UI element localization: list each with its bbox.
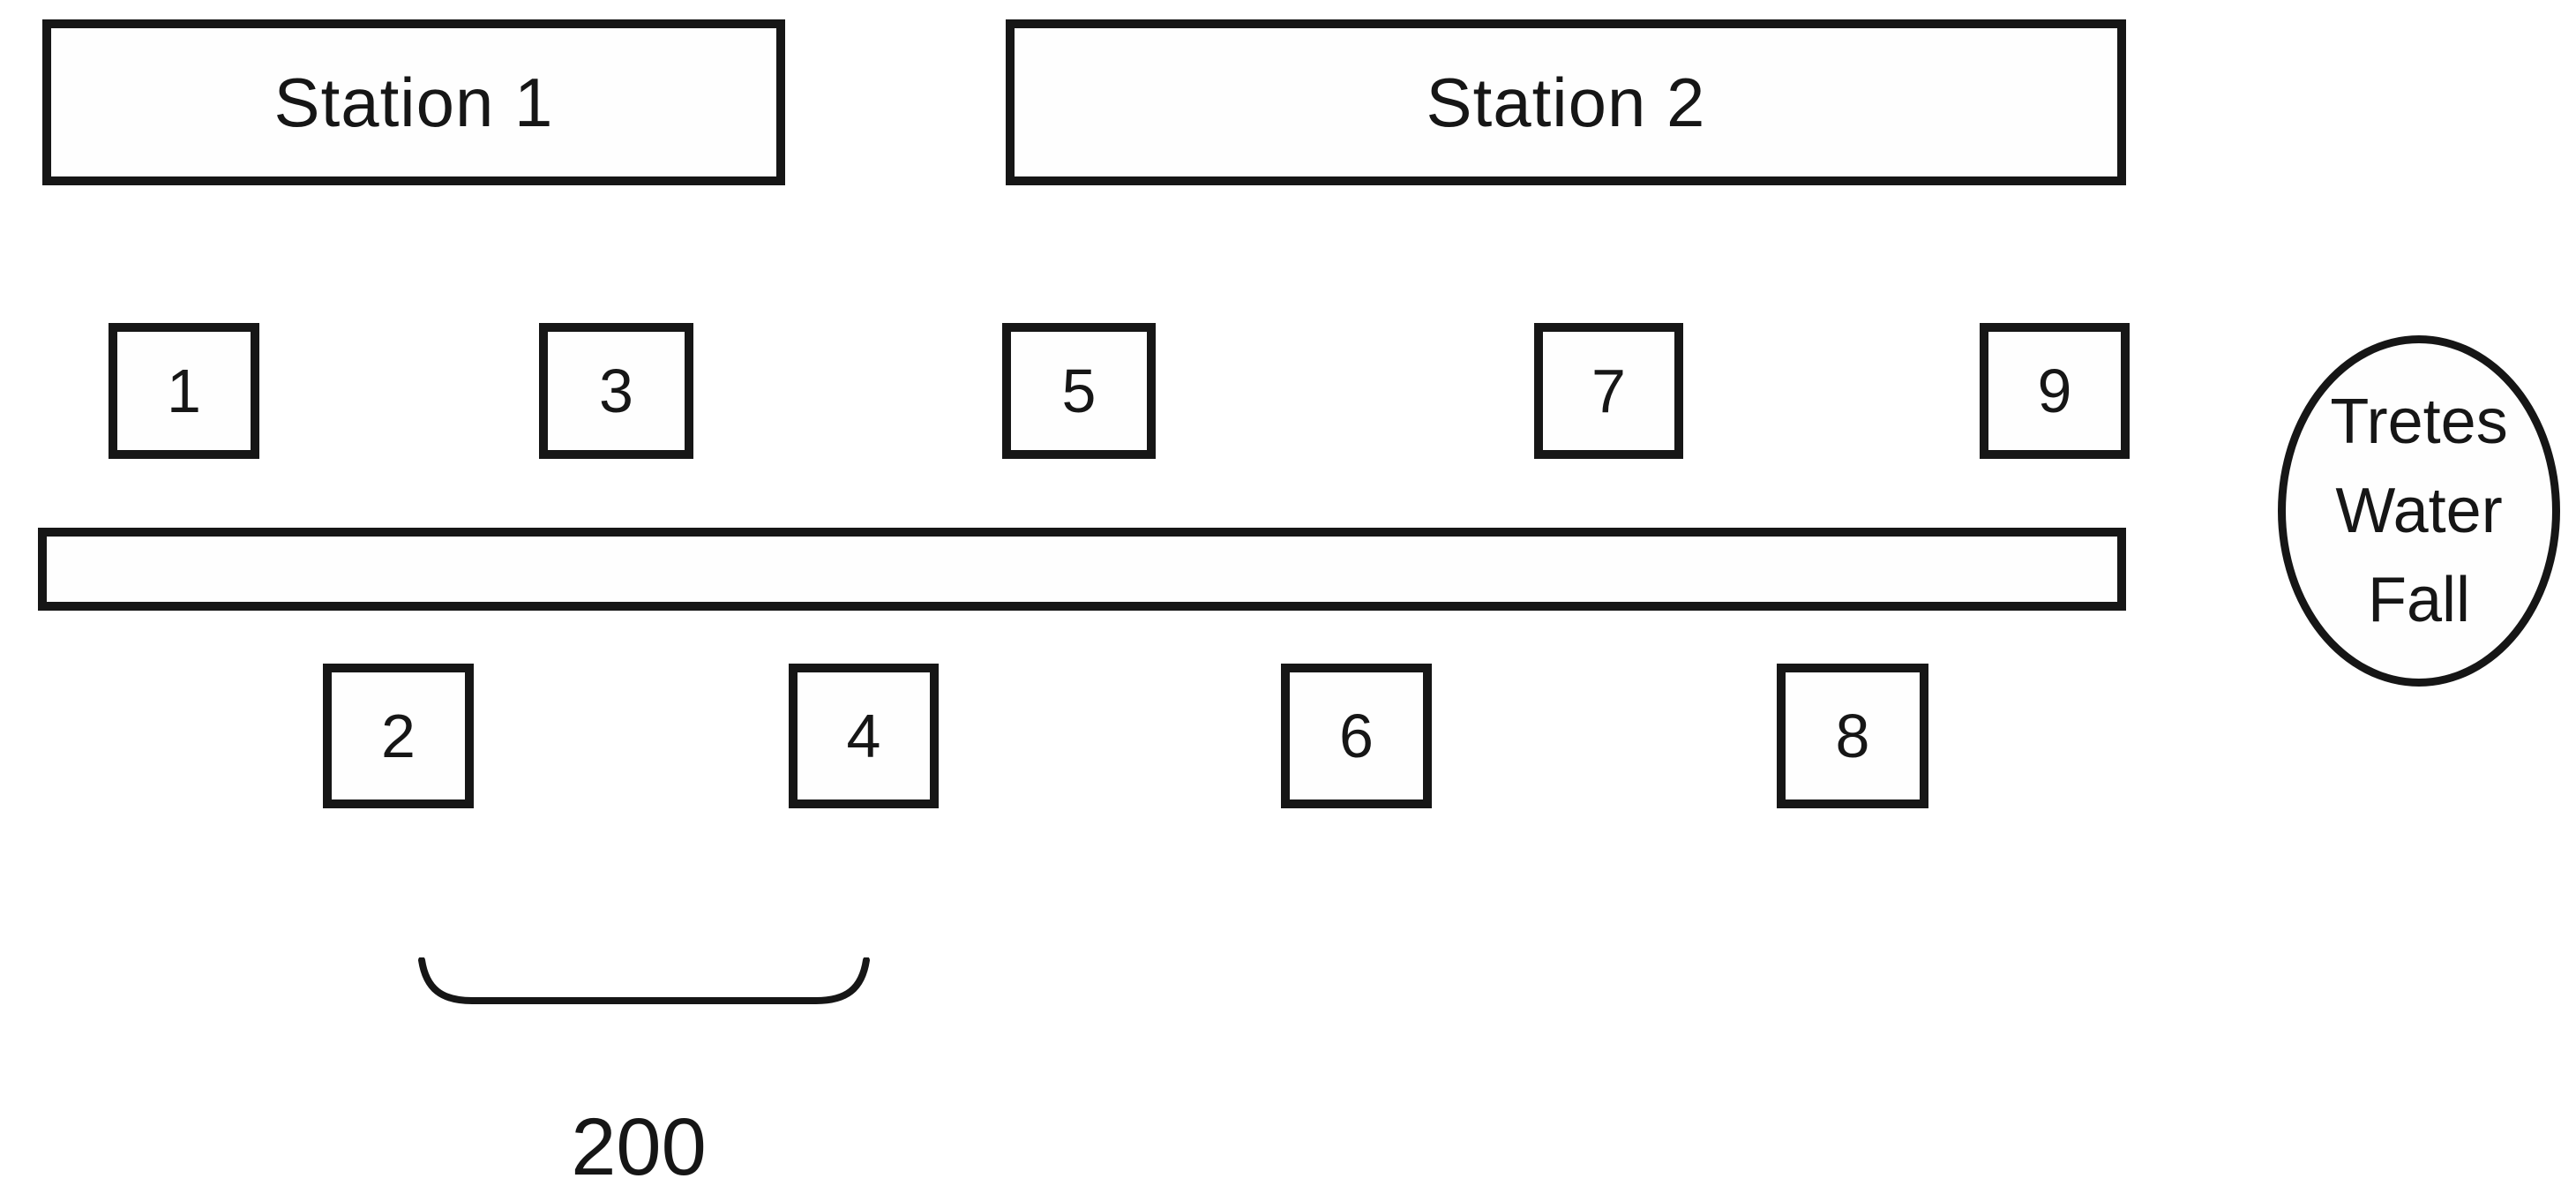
landmark-line-1: Tretes — [2330, 386, 2508, 457]
stake-label-9: 9 — [2037, 357, 2072, 425]
stake-label-1: 1 — [167, 357, 201, 425]
stake-label-5: 5 — [1061, 357, 1097, 425]
stake-label-8: 8 — [1835, 702, 1870, 770]
stake-box-1: 1 — [109, 323, 259, 459]
stake-box-8: 8 — [1777, 664, 1928, 808]
survey-line-bar — [38, 528, 2126, 611]
station-2-box: Station 2 — [1006, 19, 2126, 185]
stake-label-4: 4 — [846, 702, 881, 770]
station-1-label: Station 1 — [273, 63, 554, 141]
distance-value: 200 — [571, 1102, 707, 1186]
stake-label-2: 2 — [381, 702, 416, 770]
stake-label-7: 7 — [1591, 357, 1626, 425]
distance-label-200: 200 — [533, 1101, 745, 1186]
station-1-box: Station 1 — [42, 19, 785, 185]
stake-box-4: 4 — [789, 664, 939, 808]
stake-label-3: 3 — [599, 357, 633, 425]
landmark-line-2: Water — [2335, 475, 2503, 546]
station-2-label: Station 2 — [1426, 63, 1706, 141]
stake-box-5: 5 — [1002, 323, 1156, 459]
stake-box-6: 6 — [1281, 664, 1432, 808]
stake-box-9: 9 — [1980, 323, 2130, 459]
tretes-waterfall-ellipse: Tretes Water Fall — [2278, 335, 2560, 687]
stake-label-6: 6 — [1339, 702, 1374, 770]
stake-box-2: 2 — [323, 664, 474, 808]
stake-box-7: 7 — [1534, 323, 1683, 459]
landmark-line-3: Fall — [2367, 564, 2470, 635]
stake-box-3: 3 — [539, 323, 693, 459]
distance-brace-icon — [417, 957, 871, 1007]
